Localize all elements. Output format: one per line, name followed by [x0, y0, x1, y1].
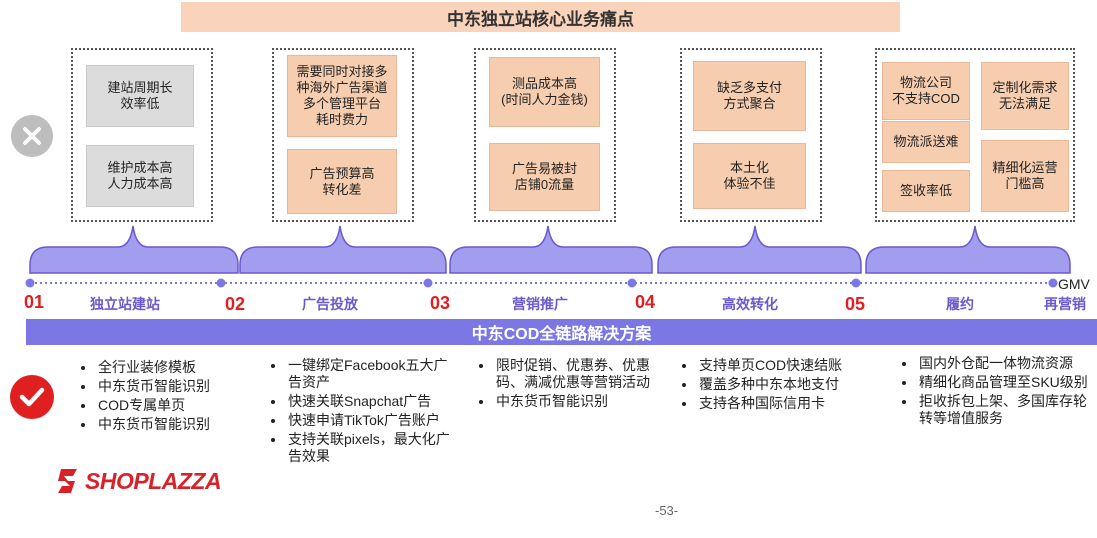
- list-item: 快速关联Snapchat广告: [286, 393, 456, 410]
- logo-text: SHOPLAZZA: [85, 467, 222, 494]
- solution-list-1: 全行业装修模板 中东货币智能识别 COD专属单页 中东货币智能识别: [72, 359, 261, 435]
- solution-list-2: 一键绑定Facebook五大广告资产 快速关联Snapchat广告 快速申请Ti…: [262, 357, 456, 467]
- stage-number: 04: [635, 292, 656, 312]
- pain-box: 本土化 体验不佳: [693, 143, 806, 209]
- list-item: 中东货币智能识别: [96, 416, 261, 433]
- stage-number: 02: [225, 294, 246, 314]
- stage-label: 履约: [946, 296, 974, 312]
- list-item: 中东货币智能识别: [96, 378, 261, 395]
- brace-5: [865, 225, 1071, 274]
- list-item: 全行业装修模板: [96, 359, 261, 376]
- list-item: COD专属单页: [96, 397, 261, 414]
- timeline-dot: [851, 278, 861, 288]
- page-number: -53-: [655, 503, 679, 518]
- pain-box: 维护成本高 人力成本高: [86, 145, 194, 207]
- list-item: 覆盖多种中东本地支付: [697, 376, 897, 393]
- list-item: 支持单页COD快速结账: [697, 357, 897, 374]
- pain-box: 需要同时对接多 种海外广告渠道 多个管理平台 耗时费力: [287, 55, 397, 137]
- list-item: 拒收拆包上架、多国库存轮转等增值服务: [917, 393, 1097, 427]
- list-item: 快速申请TikTok广告账户: [286, 412, 456, 429]
- gmv-label: GMV: [1058, 276, 1090, 292]
- pain-box: 签收率低: [882, 170, 970, 212]
- page-title: 中东独立站核心业务痛点: [181, 2, 900, 32]
- timeline-dot: [1048, 278, 1058, 288]
- solution-list-4: 支持单页COD快速结账 覆盖多种中东本地支付 支持各种国际信用卡: [673, 357, 897, 414]
- solution-list-3: 限时促销、优惠券、优惠码、满减优惠等营销活动 中东货币智能识别: [470, 357, 674, 412]
- timeline-graphic: [25, 225, 1071, 288]
- solution-title: 中东COD全链路解决方案: [26, 319, 1097, 345]
- brace-2: [239, 225, 447, 274]
- timeline-dot: [423, 278, 433, 288]
- timeline-dot: [216, 278, 226, 288]
- pain-box: 建站周期长 效率低: [86, 65, 194, 127]
- stage-label: 广告投放: [302, 296, 358, 312]
- list-item: 精细化商品管理至SKU级别: [917, 374, 1097, 391]
- brace-1: [29, 225, 239, 274]
- pain-box: 广告易被封 店铺0流量: [489, 143, 600, 211]
- close-circle-icon: [11, 115, 53, 157]
- list-item: 支持各种国际信用卡: [697, 395, 897, 412]
- list-item: 国内外仓配一体物流资源: [917, 355, 1097, 372]
- shoplazza-logo: SHOPLAZZA: [55, 466, 222, 496]
- timeline-dot: [25, 278, 35, 288]
- stage-number: 01: [24, 292, 45, 312]
- check-circle-icon: [10, 375, 54, 419]
- pain-box: 测品成本高 (时间人力金钱): [489, 57, 600, 127]
- pain-box: 缺乏多支付 方式聚合: [693, 61, 806, 131]
- list-item: 一键绑定Facebook五大广告资产: [286, 357, 456, 391]
- pain-box: 广告预算高 转化差: [287, 149, 397, 214]
- brace-3: [449, 225, 653, 274]
- pain-box: 定制化需求 无法满足: [981, 62, 1069, 130]
- stage-label: 营销推广: [512, 296, 568, 312]
- solution-list-5: 国内外仓配一体物流资源 精细化商品管理至SKU级别 拒收拆包上架、多国库存轮转等…: [893, 355, 1097, 429]
- stage-number: 03: [430, 293, 451, 313]
- list-item: 支持关联pixels，最大化广告效果: [286, 431, 456, 465]
- shoplazza-logo-icon: [58, 469, 77, 493]
- list-item: 限时促销、优惠券、优惠码、满减优惠等营销活动: [494, 357, 674, 391]
- pain-box: 物流公司 不支持COD: [882, 62, 970, 120]
- pain-box: 物流派送难: [882, 121, 970, 163]
- timeline-dot: [627, 278, 637, 288]
- stage-label-end: 再营销: [1044, 296, 1086, 312]
- list-item: 中东货币智能识别: [494, 393, 674, 410]
- stage-number: 05: [845, 294, 866, 314]
- pain-box: 精细化运营 门槛高: [981, 140, 1069, 212]
- brace-4: [657, 225, 862, 274]
- stage-label: 高效转化: [722, 296, 778, 312]
- stage-label: 独立站建站: [90, 296, 160, 312]
